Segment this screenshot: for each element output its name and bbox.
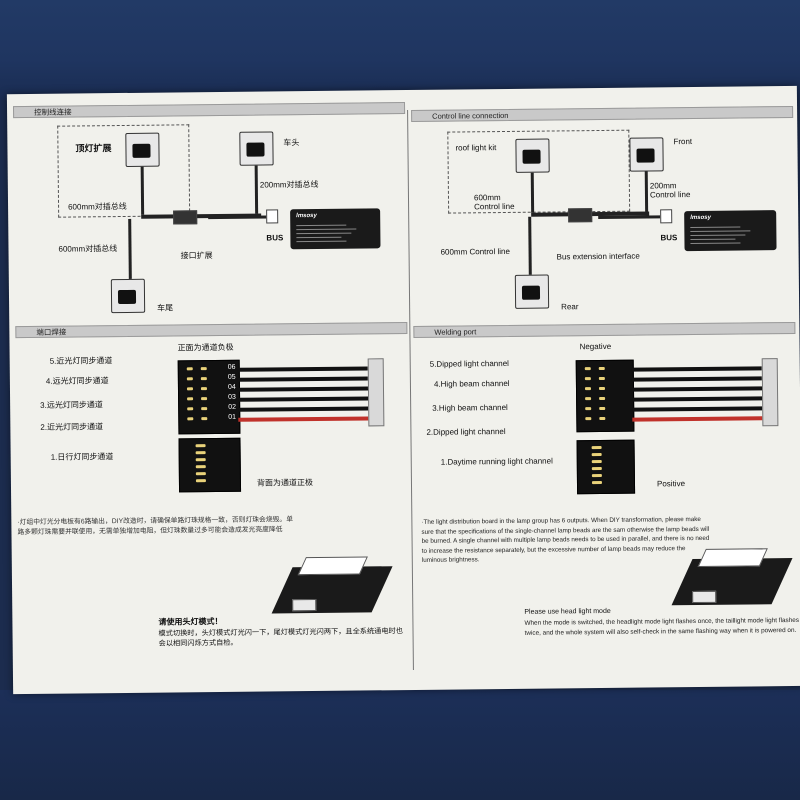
right-ribbon-connector [761,358,779,427]
left-roof-label: 顶灯扩展 [75,143,112,154]
left-channel-4: 4.远光灯同步通道 [45,376,109,386]
right-channel-1: 1.Daytime running light channel [440,456,553,467]
left-pin-number: 05 [227,373,236,381]
left-channel-3: 3.远光灯同步通道 [40,400,103,410]
right-roof-label: roof light kit [455,143,497,153]
left-header-welding: 端口焊接 [15,322,408,339]
left-channel-5: 5.近光灯同步通道 [49,356,113,366]
desk-background-bottom [0,690,800,800]
desk-background-top [0,0,800,100]
left-cable-bus [208,215,269,220]
right-channel-4: 4.High beam channel [433,378,510,389]
left-header-control: 控制线连接 [13,102,406,119]
right-ribbon-wire [631,376,762,382]
left-roof-module [125,132,160,167]
right-header-control: Control line connection [411,105,794,122]
right-roof-module [515,138,550,173]
left-front-module [239,131,274,166]
left-connector-bus [266,209,279,224]
left-bus-label: BUS [266,233,284,243]
right-ribbon-wire [631,366,762,372]
left-ribbon-wire [238,396,369,402]
left-pcb-back [178,437,242,493]
right-front-label: Front [673,137,693,147]
right-note: ·The light distribution board in the lam… [421,515,710,564]
right-pcb-bottom-label: Positive [656,479,686,489]
instruction-sheet: 控制线连接 顶灯扩展 车头 600mm对插总线 200mm对插总线 600mm对… [6,85,800,695]
left-mode-title: 请使用头灯模式！ [158,616,223,627]
right-mode-text: When the mode is switched, the headlight… [524,616,800,637]
left-channel-1: 1.日行灯同步通道 [50,452,114,462]
right-ribbon-wire [632,406,763,412]
left-pin-number: 06 [227,363,236,371]
right-ribbon-wire [631,386,763,392]
left-ribbon-wire [237,376,368,382]
right-cable-vertical-roof [530,172,535,213]
right-bus-label: BUS [660,233,678,243]
left-ribbon-wire [238,406,369,412]
right-channel-3: 3.High beam channel [432,402,508,413]
left-cable-vertical-front [254,165,259,214]
right-connector-bus [660,209,673,224]
left-board-3d [271,546,403,627]
left-connector-center [173,210,198,225]
left-cable-vertical-roof [140,166,145,215]
right-cable-vertical-rear [528,216,532,275]
right-pcb-front [575,359,635,433]
left-extend-label: 接口扩展 [180,251,213,261]
right-channel-5: 5.Dipped light channel [429,358,509,369]
right-board-3d [671,538,800,619]
right-cable-bus [598,215,661,220]
right-mode-title: Please use head light mode [524,607,611,616]
right-extend-label: Bus extension interface [556,251,640,262]
left-pcb-top-label: 正面为通道负极 [177,342,234,353]
left-pin-number: 04 [227,383,236,391]
left-pcb-bottom-label: 背面为通道正极 [256,478,314,488]
left-rear-label: 车尾 [157,303,174,313]
right-channel-2: 2.Dipped light channel [426,427,506,437]
left-ribbon-connector [367,358,385,427]
center-divider [407,110,414,670]
right-front-module [629,137,664,172]
right-pcb-back [576,439,636,495]
left-rear-module [110,278,146,314]
left-bus3-label: 600mm对插总线 [58,244,118,254]
left-cable-vertical-rear [128,218,132,279]
right-header-welding: Welding port [413,321,796,338]
left-bus1-label: 600mm对插总线 [68,201,127,212]
left-mode-text: 模式切换时，头灯模式灯光闪一下，尾灯模式灯光闪两下，且全系统通电时也会以相同闪烁… [158,626,403,648]
left-bus2-label: 200mm对插总线 [259,179,319,190]
right-bus3-label: 600mm Control line [440,246,510,257]
left-ribbon-wire [237,386,369,392]
right-connector-center [568,208,593,223]
right-ribbon-wire-red [632,416,763,422]
left-pin-number: 03 [228,393,236,401]
right-cable-vertical-front [644,171,649,212]
right-bus2-label: 200mm Control line [649,181,691,200]
right-ribbon-wire [632,396,763,402]
right-rear-label: Rear [561,302,579,312]
left-pin-number: 02 [228,403,237,411]
right-rear-module [514,274,550,309]
right-controller-board: lmsosy [684,210,777,252]
left-pin-number: 01 [228,413,237,421]
left-front-label: 车头 [283,138,300,148]
left-channel-2: 2.近光灯同步通道 [40,422,104,432]
left-note: ·灯组中灯光分电板有6路输出，DIY改造时，请确保单路灯珠规格一致，否则灯珠会烧… [17,516,294,537]
left-ribbon-wire-red [238,416,369,422]
left-ribbon-wire [237,366,368,372]
left-controller-board: lmsosy [290,208,381,250]
right-pcb-top-label: Negative [579,341,612,352]
right-bus1-label: 600mm Control line [473,193,515,212]
